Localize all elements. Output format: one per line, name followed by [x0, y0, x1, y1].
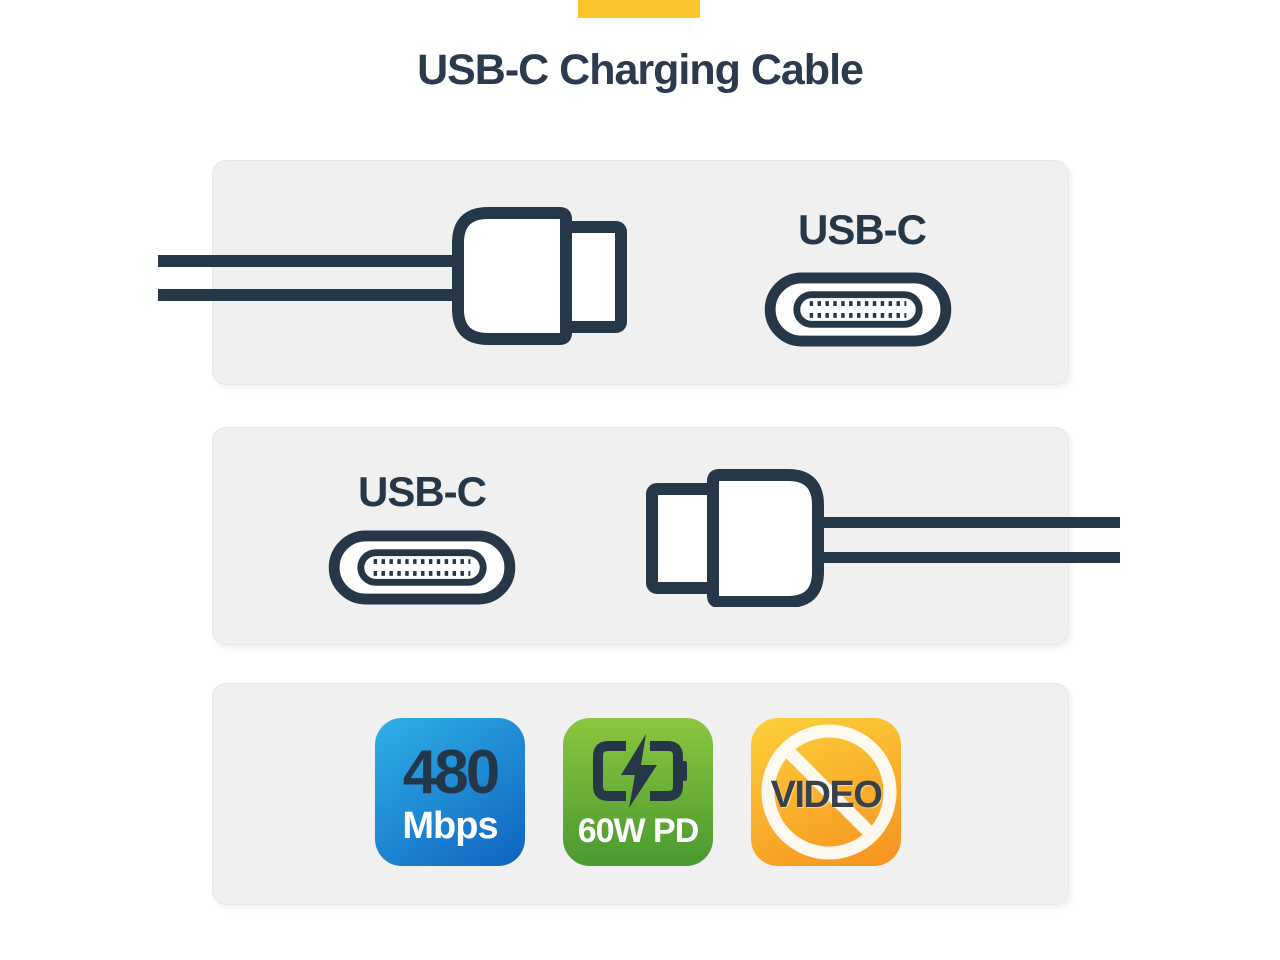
- usb-c-label-top: USB-C: [798, 206, 927, 253]
- panel-connector-a: [212, 160, 1069, 385]
- video-label: VIDEO: [770, 774, 883, 816]
- badge-power-delivery: 60W PD: [563, 718, 713, 866]
- page-title: USB-C Charging Cable: [417, 46, 864, 94]
- speed-value: 480: [402, 737, 500, 807]
- badge-speed-480mbps: 480 Mbps: [375, 718, 525, 866]
- prohibition-icon: [761, 724, 897, 860]
- usb-cable-plug-right-art: [646, 469, 1120, 607]
- speed-unit: Mbps: [402, 804, 498, 847]
- battery-charging-icon: [593, 733, 687, 808]
- usb-cable-plug-left-art: [158, 207, 627, 345]
- usb-c-port-icon: [328, 530, 516, 605]
- brand-accent-bar: [578, 0, 700, 18]
- usb-c-label-middle: USB-C: [358, 468, 487, 515]
- usb-c-port-icon: [764, 272, 952, 347]
- badge-no-video: VIDEO: [751, 718, 901, 866]
- power-label: 60W PD: [577, 811, 700, 850]
